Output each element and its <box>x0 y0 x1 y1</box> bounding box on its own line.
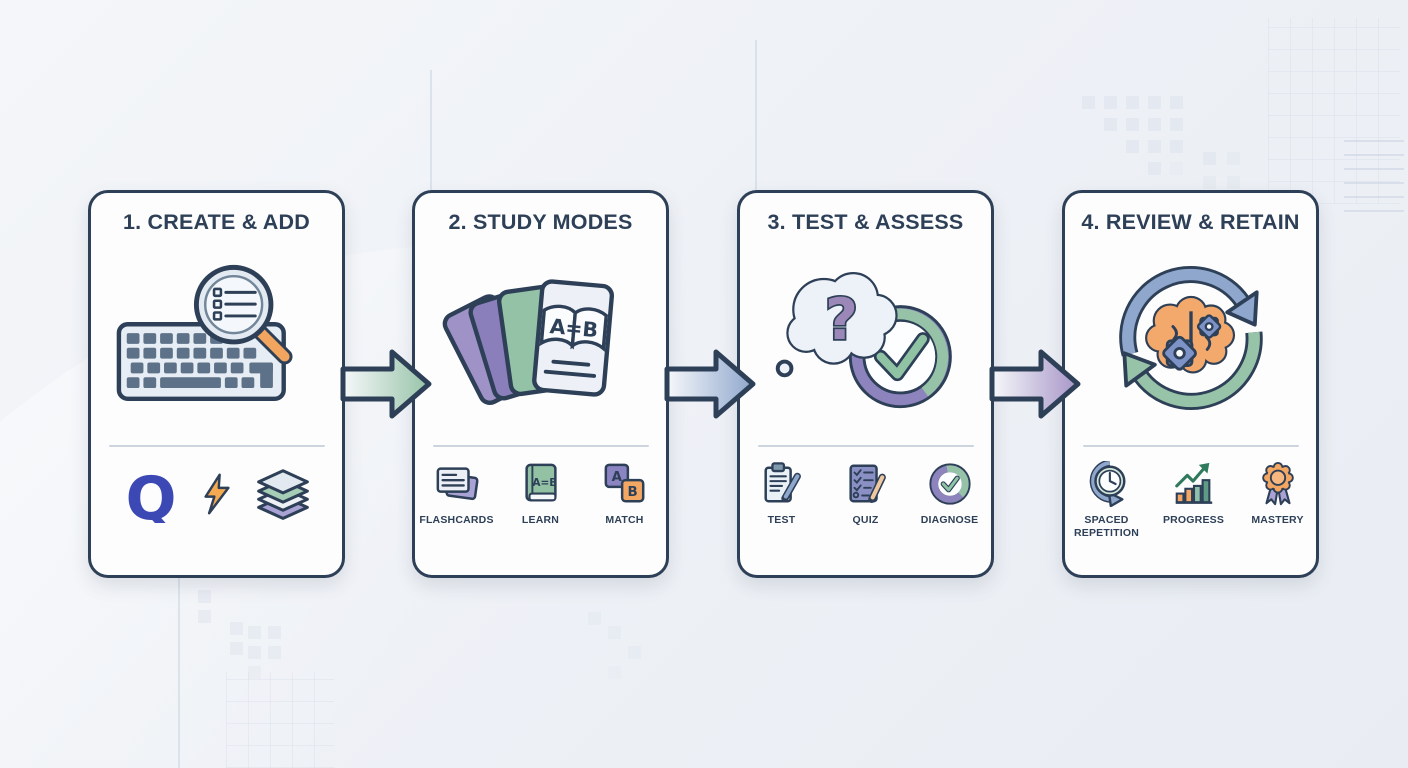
feature-icons-row: FLASHCARDS A=B LEARN A B MATCH <box>415 461 666 527</box>
pixel-squares-decoration <box>198 590 211 603</box>
item-diagnose: DIAGNOSE <box>914 461 986 527</box>
pixel-squares-decoration <box>1203 152 1216 165</box>
gear-icon <box>1161 314 1221 371</box>
line-decoration <box>178 560 180 768</box>
grid-lines-decoration <box>226 672 334 768</box>
step-card-test-assess: 3. TEST & ASSESS <box>737 190 994 578</box>
svg-text:B: B <box>627 485 637 500</box>
item-label: PROGRESS <box>1162 514 1225 526</box>
item-match: A B MATCH <box>589 461 661 527</box>
main-illustration-area <box>91 235 342 441</box>
card-divider <box>108 445 325 447</box>
progress-icon <box>1174 462 1212 504</box>
pixel-squares-decoration <box>248 626 261 639</box>
card-divider <box>757 445 974 447</box>
step-card-create-add: 1. CREATE & ADD <box>88 190 345 578</box>
lightning-icon <box>203 473 230 515</box>
item-label: DIAGNOSE <box>920 514 979 526</box>
learn-book-icon: A=B <box>524 463 557 502</box>
grid-lines-decoration <box>1268 18 1400 204</box>
spaced-repetition-icon <box>1089 461 1125 507</box>
item-quiz: QUIZ <box>830 461 902 527</box>
feature-icons-row: SPACED REPETITION PROGRESS <box>1065 461 1316 539</box>
card-divider <box>1082 445 1299 447</box>
item-progress: PROGRESS <box>1158 461 1230 527</box>
quizlet-q-icon: Q <box>125 465 176 523</box>
horizontal-lines-decoration <box>1344 128 1404 212</box>
item-mastery: MASTERY <box>1242 461 1314 527</box>
flow-arrow-right <box>340 349 432 419</box>
step-card-study-modes: 2. STUDY MODES A=B <box>412 190 669 578</box>
svg-text:?: ? <box>824 287 857 353</box>
keyboard-search-icon <box>116 264 293 402</box>
step-card-review-retain: 4. REVIEW & RETAIN <box>1062 190 1319 578</box>
card-title: 3. TEST & ASSESS <box>767 210 964 234</box>
card-stack-icon <box>256 469 309 520</box>
cycle-arrows-icon <box>1118 266 1263 410</box>
item-label: TEST <box>767 514 796 526</box>
main-illustration-area: ? <box>740 235 991 441</box>
item-quizlet-logo: Q <box>115 465 187 523</box>
flow-arrow-right <box>989 349 1081 419</box>
item-label: MASTERY <box>1251 514 1304 526</box>
mastery-icon <box>1261 461 1294 506</box>
brain-cycle-icon <box>1118 266 1263 410</box>
item-label: SPACED REPETITION <box>1073 514 1139 539</box>
main-illustration-area: A=B <box>415 235 666 441</box>
card-title: 2. STUDY MODES <box>448 210 633 234</box>
item-label: QUIZ <box>852 514 879 526</box>
item-test: TEST <box>746 461 818 527</box>
question-check-icon: ? <box>775 272 952 409</box>
svg-text:Q: Q <box>125 465 176 523</box>
item-label: FLASHCARDS <box>419 514 494 526</box>
item-card-stack <box>247 465 319 523</box>
card-divider <box>432 445 649 447</box>
card-title: 1. CREATE & ADD <box>123 210 310 234</box>
main-illustration-area <box>1065 235 1316 441</box>
fanned-flashcards-icon: A=B <box>442 279 614 405</box>
pixel-squares-decoration <box>1082 96 1095 109</box>
feature-icons-row: Q <box>91 465 342 523</box>
item-spaced-repetition: SPACED REPETITION <box>1068 461 1146 539</box>
test-clipboard-icon <box>763 462 801 503</box>
pixel-squares-decoration <box>588 612 601 625</box>
feature-icons-row: TEST QUIZ <box>740 461 991 527</box>
card-title: 4. REVIEW & RETAIN <box>1081 210 1300 234</box>
item-label: MATCH <box>605 514 644 526</box>
svg-text:A=B: A=B <box>548 314 598 342</box>
flow-arrow-right <box>664 349 756 419</box>
flashcards-icon <box>436 467 479 501</box>
svg-text:A=B: A=B <box>532 477 557 489</box>
match-icon: A B <box>604 463 644 503</box>
item-learn: A=B LEARN <box>505 461 577 527</box>
item-flashcards: FLASHCARDS <box>419 461 494 527</box>
item-lightning <box>197 466 237 522</box>
quiz-checklist-icon <box>848 464 886 503</box>
item-label: LEARN <box>521 514 560 526</box>
diagnose-icon <box>928 463 971 505</box>
